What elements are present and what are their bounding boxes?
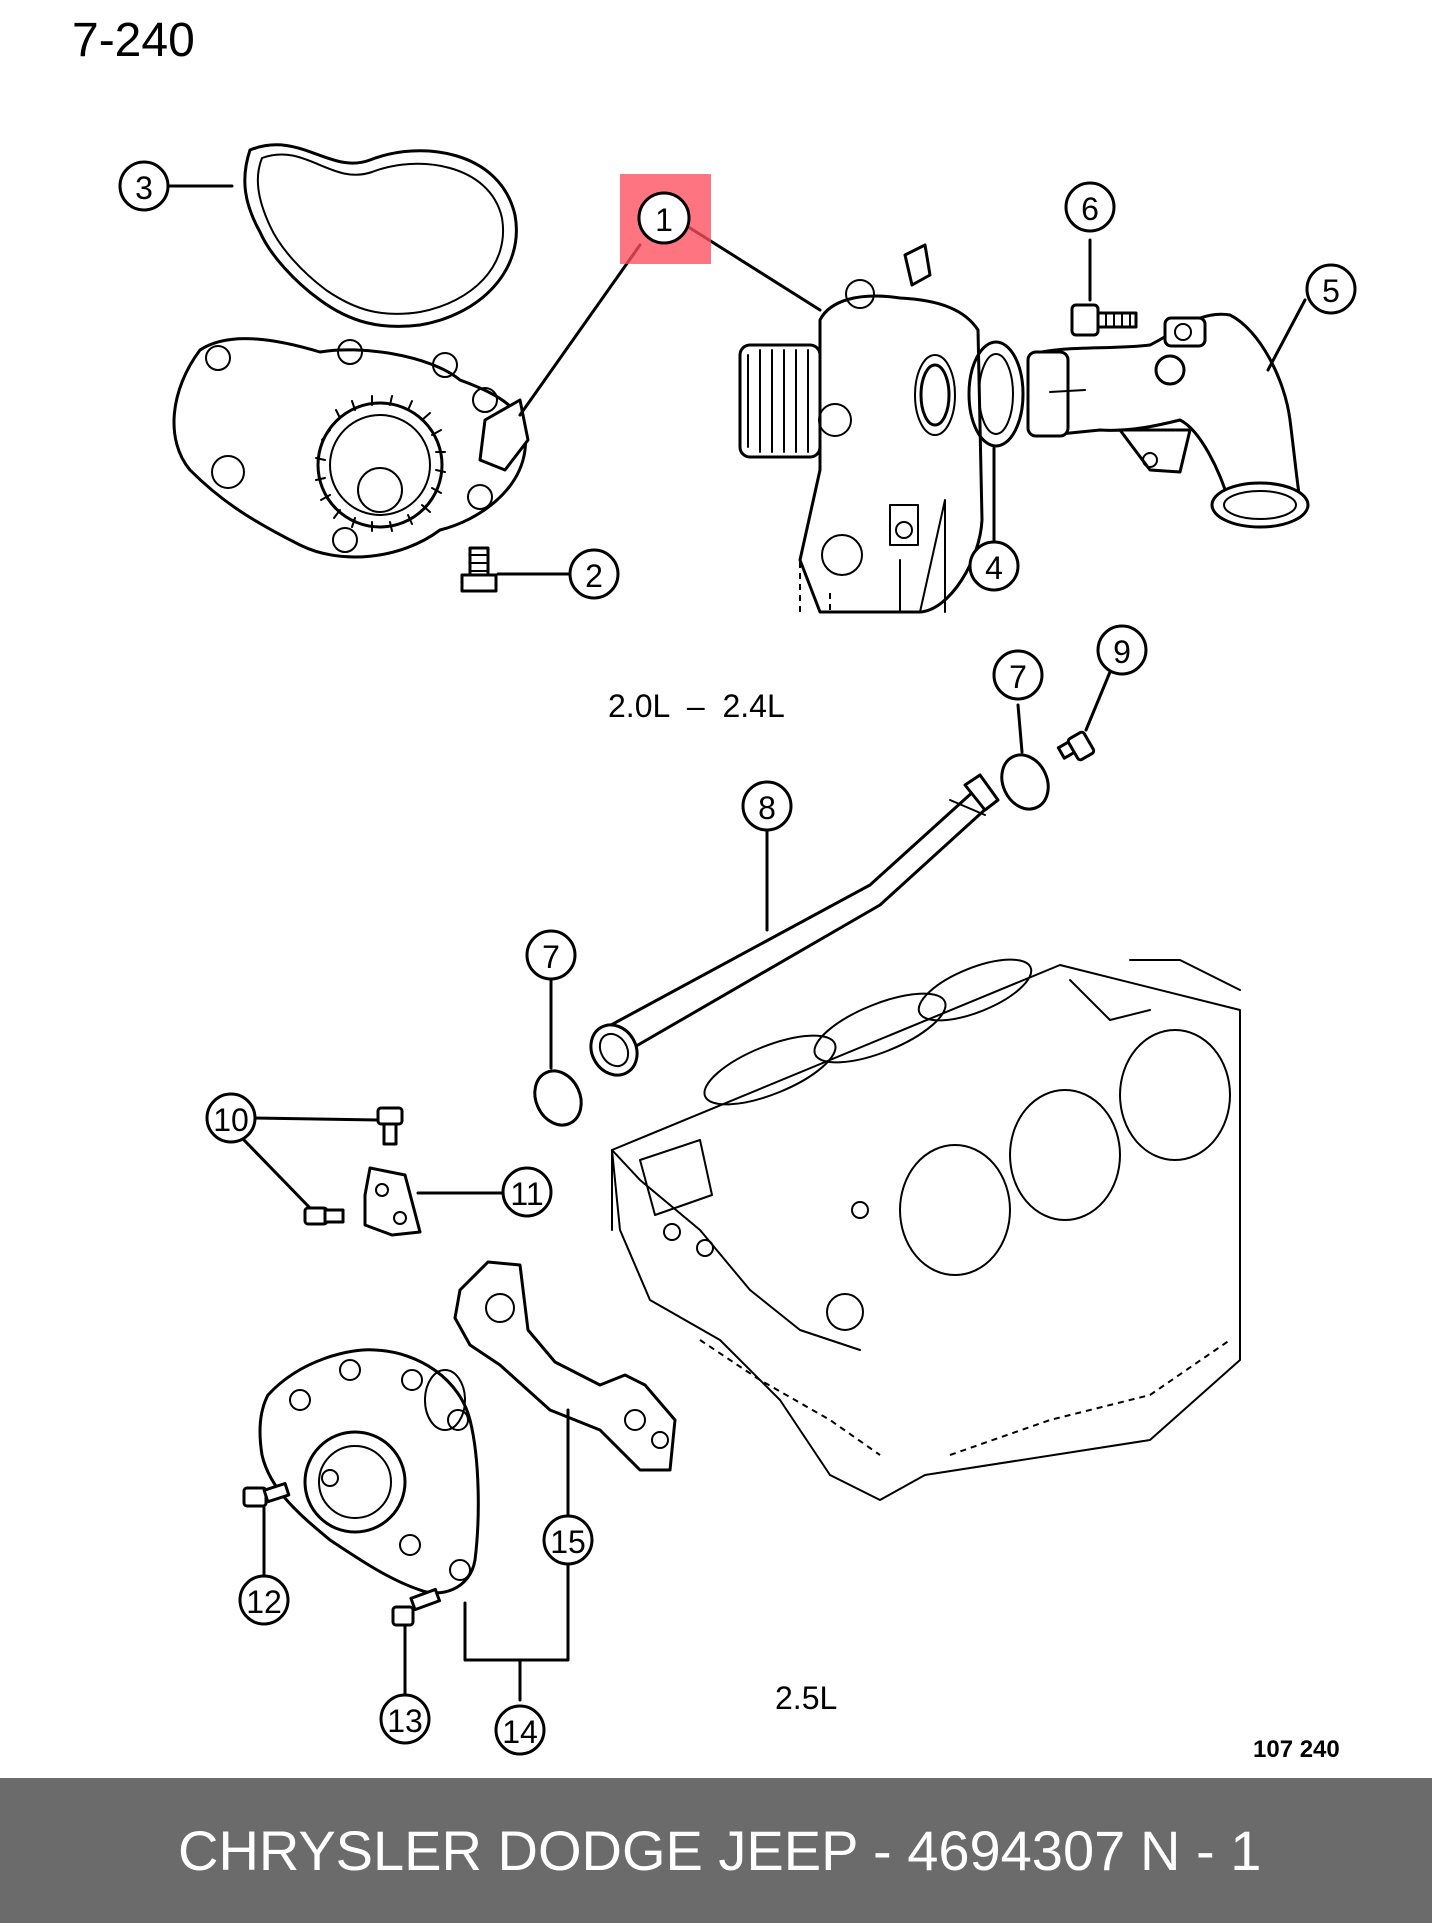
figure-number: 107 240: [1253, 1736, 1340, 1763]
engine-block: [611, 958, 1241, 1501]
water-pump-2-5l: [258, 1348, 480, 1595]
bolt-10-upper: [376, 1106, 404, 1146]
callout-4[interactable]: 4: [968, 540, 1020, 592]
water-pump-housing: [738, 243, 984, 614]
callout-1[interactable]: 1: [637, 191, 691, 245]
svg-text:6: 6: [1081, 191, 1099, 227]
gasket-15: [453, 1260, 677, 1472]
o-ring-4: [967, 340, 1025, 448]
callout-6[interactable]: 6: [1064, 181, 1116, 233]
callout-8[interactable]: 8: [741, 780, 793, 832]
bolt-9: [1056, 730, 1096, 762]
callout-7-upper[interactable]: 7: [992, 649, 1044, 701]
svg-text:1: 1: [655, 202, 673, 238]
svg-text:3: 3: [135, 170, 153, 206]
callout-11[interactable]: 11: [501, 1166, 553, 1218]
water-pump-2-0l: [172, 337, 530, 559]
o-ring-7-upper: [1000, 753, 1050, 811]
callout-2[interactable]: 2: [568, 548, 620, 600]
svg-text:15: 15: [550, 1524, 586, 1560]
footer-page-label: N - 1: [1140, 1819, 1262, 1882]
callout-9[interactable]: 9: [1096, 624, 1148, 676]
footer-title: CHRYSLER DODGE JEEP - 4694307: [178, 1819, 1126, 1882]
water-pipe-8: [589, 773, 1000, 1077]
svg-text:8: 8: [758, 790, 776, 826]
caption-2-5l: 2.5L: [775, 1680, 837, 1716]
svg-text:7: 7: [542, 939, 560, 975]
svg-text:13: 13: [387, 1703, 423, 1739]
bolt-2: [460, 546, 498, 593]
callout-13[interactable]: 13: [379, 1693, 431, 1745]
svg-text:2: 2: [585, 558, 603, 594]
svg-text:11: 11: [510, 1176, 543, 1212]
caption-2-0l-2-4l: 2.0L – 2.4L: [608, 688, 785, 724]
bolt-13: [391, 1587, 441, 1627]
bolt-6: [1070, 303, 1138, 337]
footer-bar: CHRYSLER DODGE JEEP - 4694307 N - 1: [0, 1778, 1432, 1923]
o-ring-7-lower: [533, 1069, 583, 1127]
callout-7-lower[interactable]: 7: [525, 929, 577, 981]
gasket-3: [243, 143, 518, 328]
callout-5[interactable]: 5: [1305, 263, 1357, 315]
svg-text:4: 4: [985, 550, 1003, 586]
water-outlet-5: [1026, 312, 1310, 529]
bolt-12: [242, 1481, 291, 1508]
callout-15[interactable]: 15: [542, 1514, 594, 1566]
parts-diagram: 7-240: [72, 14, 1357, 1763]
callout-14[interactable]: 14: [494, 1704, 546, 1756]
callout-10[interactable]: 10: [205, 1092, 257, 1144]
svg-text:10: 10: [213, 1102, 249, 1138]
callout-12[interactable]: 12: [238, 1574, 290, 1626]
svg-text:12: 12: [246, 1584, 282, 1620]
svg-text:14: 14: [502, 1714, 538, 1750]
svg-text:5: 5: [1322, 273, 1340, 309]
svg-text:7: 7: [1009, 659, 1027, 695]
page-ref: 7-240: [72, 14, 195, 67]
callout-3[interactable]: 3: [118, 160, 170, 212]
bolt-10-lower: [303, 1206, 345, 1226]
bracket-11: [363, 1166, 422, 1237]
svg-text:9: 9: [1113, 634, 1131, 670]
